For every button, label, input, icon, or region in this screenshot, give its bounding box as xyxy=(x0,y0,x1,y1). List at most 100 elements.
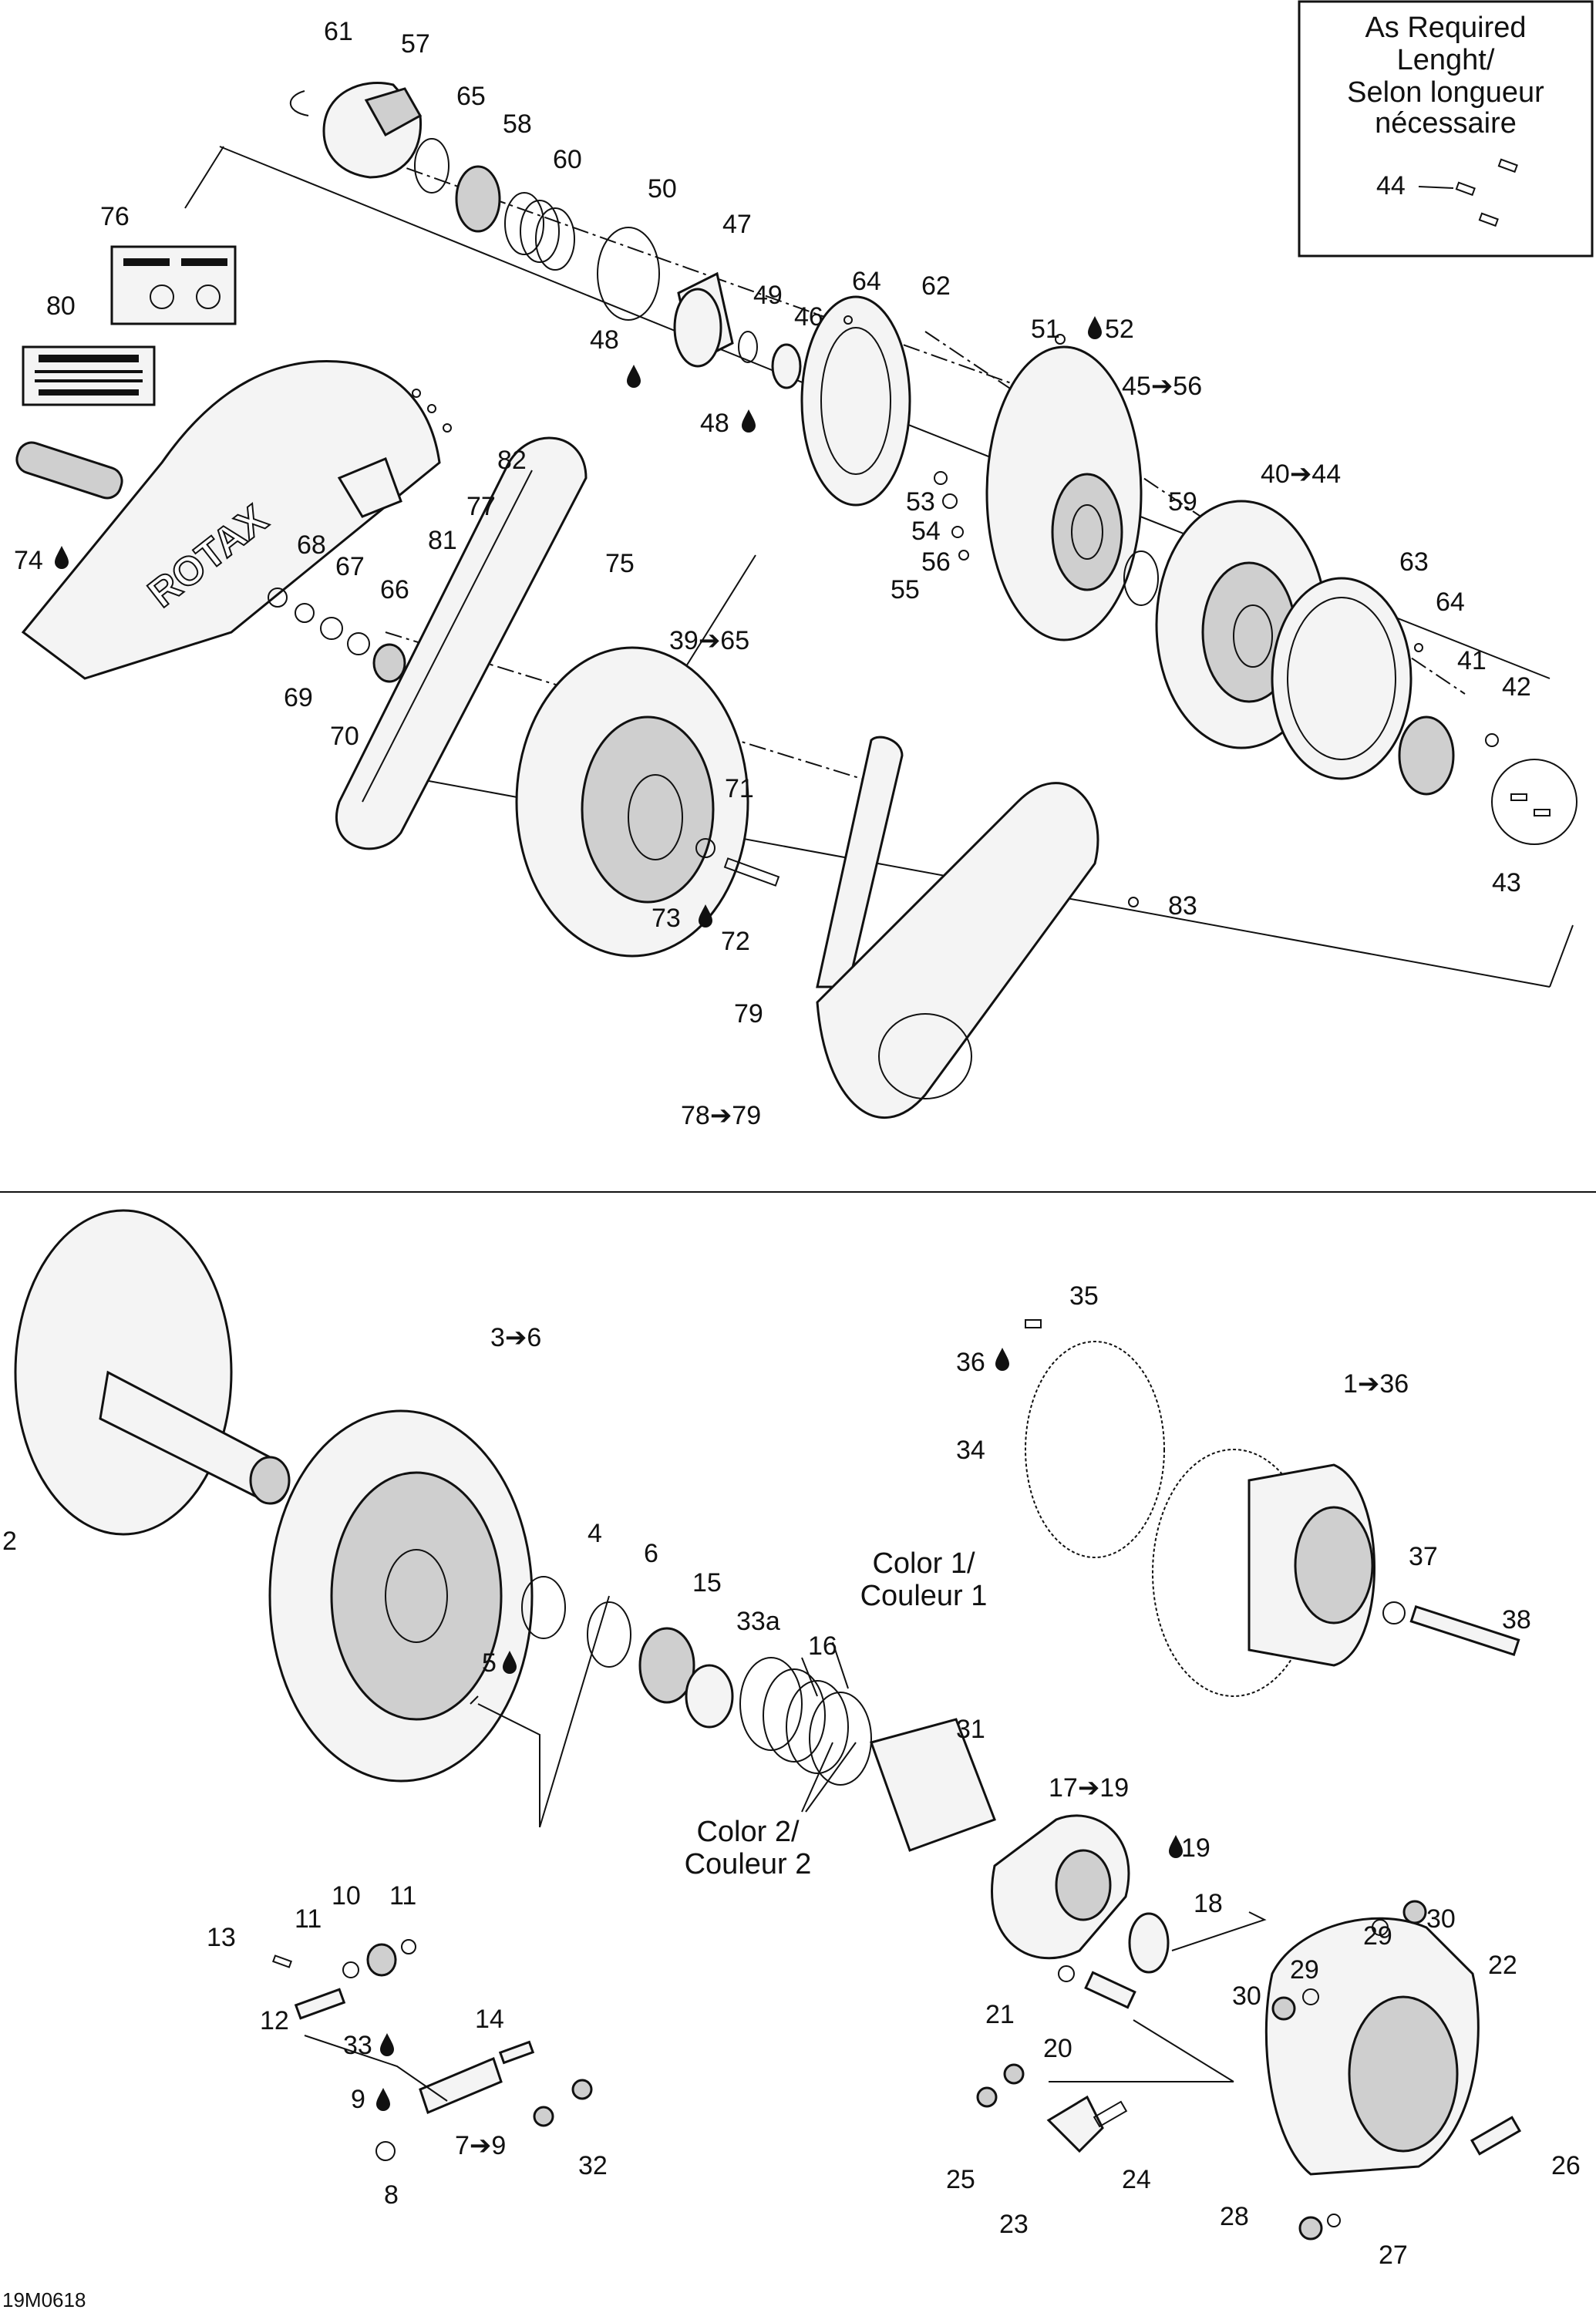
part-21-washer xyxy=(1058,1965,1075,1982)
part-47-sleeve xyxy=(673,271,734,368)
callout-78-79: 78➔79 xyxy=(681,1101,761,1130)
note-box: As Required Lenght/ Selon longueur néces… xyxy=(1298,0,1594,258)
callout-63: 63 xyxy=(1399,547,1429,577)
part-45-sheave xyxy=(985,345,1143,641)
callout-58: 58 xyxy=(503,109,532,139)
callout-44: 44 xyxy=(1376,171,1406,200)
callout-41: 41 xyxy=(1457,646,1487,675)
callout-29b: 29 xyxy=(1290,1955,1319,1985)
callout-60: 60 xyxy=(553,145,582,174)
callout-57: 57 xyxy=(401,29,430,59)
callout-75: 75 xyxy=(605,549,635,578)
callout-18: 18 xyxy=(1194,1889,1223,1918)
part-51-screw xyxy=(1055,334,1066,345)
part-65-ring xyxy=(414,138,450,194)
callout-70: 70 xyxy=(330,722,359,751)
part-2-fixed-sheave xyxy=(14,1209,291,1536)
parts-77-81-82 xyxy=(337,389,452,518)
callout-47: 47 xyxy=(722,210,752,239)
part-27-washer xyxy=(1327,2214,1341,2227)
callout-36: 36 xyxy=(956,1348,985,1377)
note-line-2: Lenght/ xyxy=(1397,44,1495,76)
drop-icon xyxy=(995,1348,1009,1371)
callout-56: 56 xyxy=(921,547,951,577)
callout-53: 53 xyxy=(906,487,935,517)
callout-82: 82 xyxy=(497,446,527,475)
callout-19: 19 xyxy=(1181,1833,1210,1863)
callout-35: 35 xyxy=(1069,1281,1099,1311)
part-17-spider xyxy=(991,1814,1130,1960)
part-6-ring xyxy=(587,1601,631,1668)
callout-42: 42 xyxy=(1502,672,1531,702)
part-4-ring xyxy=(521,1576,566,1639)
part-33a-bushing xyxy=(685,1664,734,1729)
part-75-belt xyxy=(335,436,588,850)
parts-71-73 xyxy=(695,838,780,887)
part-30-cap-b xyxy=(1271,1996,1296,2021)
color2-line1: Color 2/ xyxy=(696,1816,799,1848)
drop-icon xyxy=(55,546,69,569)
color2-line2: Couleur 2 xyxy=(685,1848,812,1880)
callout-22: 22 xyxy=(1488,1951,1517,1980)
callout-64b: 64 xyxy=(1436,588,1465,617)
callout-30b: 30 xyxy=(1232,1981,1261,2011)
diagram-code: 19M0618 xyxy=(2,2288,86,2311)
callout-30a: 30 xyxy=(1426,1904,1456,1934)
callout-50: 50 xyxy=(648,174,677,204)
callout-24: 24 xyxy=(1122,2165,1151,2194)
part-20-bolt xyxy=(1084,1971,1136,2009)
part-37-washer xyxy=(1382,1601,1406,1624)
callout-76: 76 xyxy=(100,202,130,231)
part-64-screw-b xyxy=(1414,643,1423,652)
part-3-movable-sheave xyxy=(268,1409,534,1783)
callout-55: 55 xyxy=(891,575,920,604)
callout-66: 66 xyxy=(380,575,409,604)
callout-72: 72 xyxy=(721,927,750,956)
callout-48a: 48 xyxy=(590,325,619,355)
callout-17-19: 17➔19 xyxy=(1049,1773,1129,1803)
callout-15: 15 xyxy=(692,1568,722,1598)
callout-21: 21 xyxy=(985,2000,1015,2029)
callout-37: 37 xyxy=(1409,1542,1438,1571)
part-57-cam xyxy=(322,82,423,179)
parts-66-70 xyxy=(268,588,406,683)
callout-68: 68 xyxy=(297,530,326,560)
note-line-4: nécessaire xyxy=(1375,107,1517,140)
callout-67: 67 xyxy=(335,552,365,581)
callout-5: 5 xyxy=(482,1648,497,1678)
part-16-spring xyxy=(739,1657,872,1786)
callout-11a: 11 xyxy=(295,1904,322,1934)
callout-23: 23 xyxy=(999,2210,1029,2239)
callout-79: 79 xyxy=(734,999,763,1029)
callout-25: 25 xyxy=(946,2165,975,2194)
callout-40-44: 40➔44 xyxy=(1261,460,1341,489)
screws-44 xyxy=(1455,158,1518,227)
parts-25-screws xyxy=(976,2063,1025,2108)
drop-icon xyxy=(627,365,641,388)
callout-52: 52 xyxy=(1105,315,1134,344)
callout-labels: 61 57 65 58 60 50 47 49 46 48 48 64 62 5… xyxy=(2,17,1581,2270)
part-43-bolt-detail xyxy=(1491,759,1577,845)
callout-73: 73 xyxy=(652,904,681,933)
callout-7-9: 7➔9 xyxy=(455,2131,506,2160)
callout-9: 9 xyxy=(351,2085,365,2114)
color-notes: Color 1/ Couleur 1 Color 2/ Couleur 2 xyxy=(685,1547,988,1880)
part-63-cover xyxy=(1271,577,1412,780)
callout-8: 8 xyxy=(384,2180,399,2210)
part-35-screw xyxy=(1025,1319,1042,1328)
part-15-seal xyxy=(638,1627,695,1704)
callout-71: 71 xyxy=(725,774,754,803)
part-26-bolt xyxy=(1470,2116,1522,2156)
part-belt-guard: ROTAX xyxy=(21,360,441,680)
part-74-pipe xyxy=(15,441,123,500)
callout-6: 6 xyxy=(644,1539,658,1568)
part-24-bolt xyxy=(1093,2100,1128,2128)
part-38-bolt xyxy=(1409,1604,1520,1657)
drop-icon xyxy=(742,409,756,433)
callout-69: 69 xyxy=(284,683,313,712)
part-76-decal xyxy=(110,245,237,325)
parts-32-screws xyxy=(533,2079,593,2127)
callout-32: 32 xyxy=(578,2151,608,2180)
color1-line1: Color 1/ xyxy=(872,1547,975,1580)
